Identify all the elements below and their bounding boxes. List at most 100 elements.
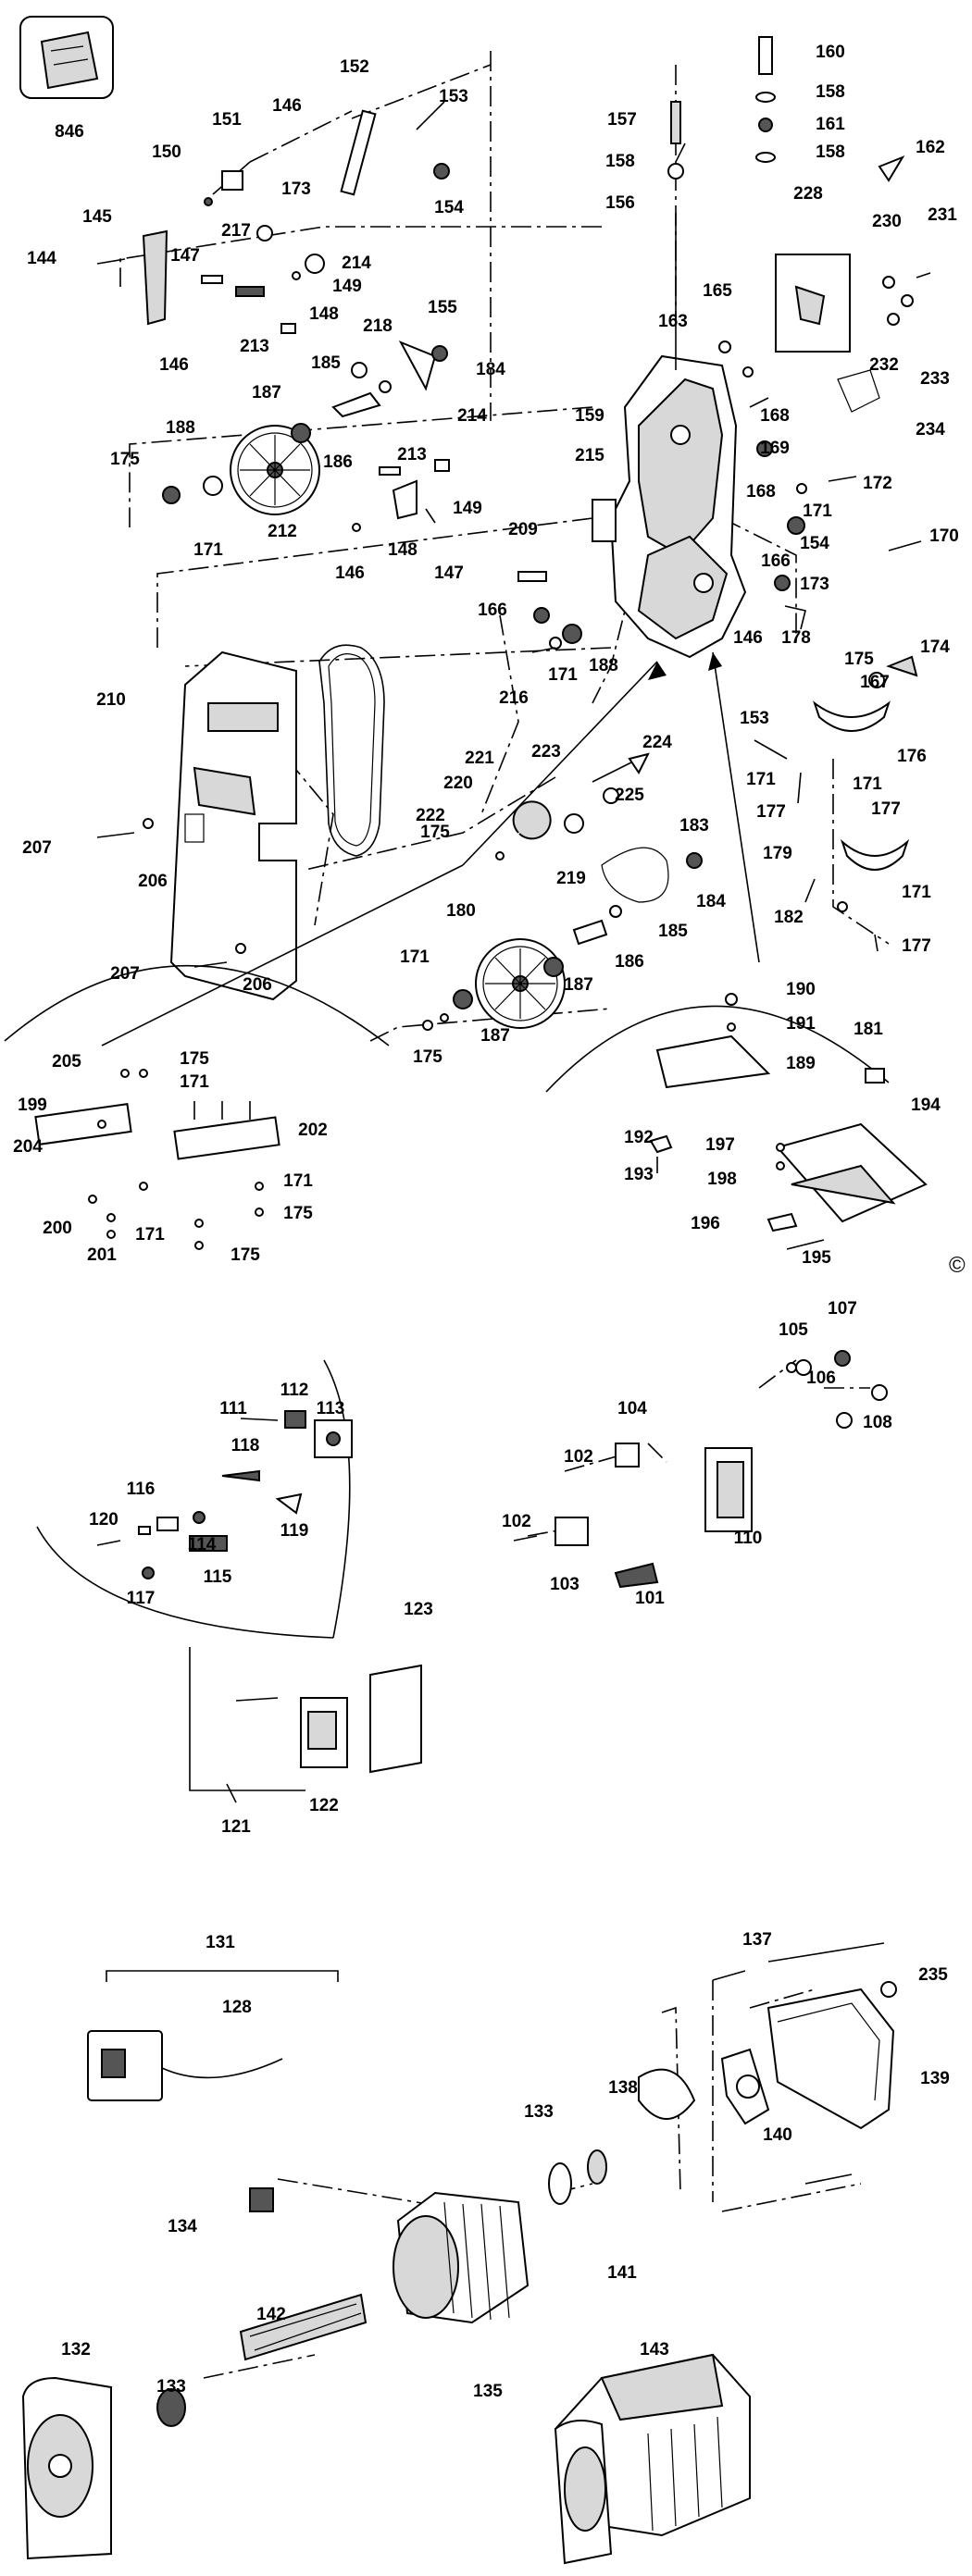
part-label-231: 231 [928, 205, 957, 225]
part-label-157: 157 [607, 110, 637, 130]
part-label-234: 234 [916, 420, 945, 440]
part-label-138: 138 [608, 2078, 638, 2098]
part-label-160: 160 [816, 43, 845, 62]
part-label-205: 205 [52, 1052, 81, 1071]
part-label-193: 193 [624, 1165, 654, 1184]
part-label-152: 152 [340, 57, 369, 77]
part-label-235: 235 [918, 1965, 948, 1985]
part-label-204: 204 [13, 1137, 43, 1157]
part-label-187: 187 [252, 383, 281, 402]
part-label-108: 108 [863, 1413, 892, 1432]
part-label-225: 225 [615, 786, 644, 805]
part-label-137: 137 [742, 1930, 772, 1950]
part-label-171: 171 [548, 665, 578, 685]
part-label-121: 121 [221, 1817, 251, 1837]
table-support-insert [4, 964, 390, 1250]
part-label-135: 135 [473, 2382, 503, 2401]
part-label-223: 223 [531, 742, 561, 762]
part-label-207: 207 [110, 964, 140, 984]
part-label-133: 133 [156, 2377, 186, 2396]
part-label-180: 180 [446, 901, 476, 921]
part-label-102: 102 [502, 1512, 531, 1531]
part-label-131: 131 [206, 1933, 235, 1952]
part-label-156: 156 [605, 193, 635, 213]
part-label-201: 201 [87, 1245, 117, 1265]
part-label-171: 171 [803, 502, 832, 521]
part-label-146: 146 [272, 96, 302, 116]
table-insert: © [545, 993, 966, 1278]
part-label-214: 214 [342, 254, 371, 273]
parts-bag-icon [19, 16, 114, 99]
part-label-162: 162 [916, 138, 945, 157]
part-label-175: 175 [283, 1204, 313, 1223]
part-label-215: 215 [575, 446, 604, 465]
part-label-220: 220 [443, 774, 473, 793]
part-label-185: 185 [658, 922, 688, 941]
part-label-148: 148 [309, 304, 339, 324]
part-label-217: 217 [221, 221, 251, 241]
part-label-206: 206 [138, 872, 168, 891]
part-label-132: 132 [61, 2340, 91, 2359]
part-label-158: 158 [605, 152, 635, 171]
part-label-207: 207 [22, 838, 52, 858]
part-label-153: 153 [439, 87, 468, 106]
part-label-224: 224 [642, 733, 672, 752]
part-label-111: 111 [219, 1399, 247, 1418]
assembly-guide-lines [119, 51, 890, 1042]
electrical-parts [96, 1350, 888, 1803]
part-label-171: 171 [400, 947, 430, 967]
part-label-154: 154 [800, 534, 829, 553]
part-label-213: 213 [240, 337, 269, 356]
part-label-116: 116 [127, 1480, 156, 1499]
part-label-221: 221 [465, 749, 494, 768]
motor-guide-lines [106, 1970, 862, 2379]
part-label-171: 171 [193, 540, 223, 560]
part-label-175: 175 [180, 1049, 209, 1069]
part-label-232: 232 [869, 355, 899, 375]
part-label-219: 219 [556, 869, 586, 888]
part-label-142: 142 [256, 2305, 286, 2324]
part-label-218: 218 [363, 316, 393, 336]
part-label-103: 103 [550, 1575, 579, 1594]
part-label-202: 202 [298, 1121, 328, 1140]
part-label-199: 199 [18, 1096, 47, 1115]
frame-casting [592, 354, 747, 659]
part-label-228: 228 [793, 184, 823, 204]
part-label-173: 173 [800, 575, 829, 594]
part-label-144: 144 [27, 249, 56, 268]
part-label-171: 171 [853, 774, 882, 794]
part-label-230: 230 [872, 212, 902, 231]
part-label-102: 102 [564, 1447, 593, 1467]
part-label-139: 139 [920, 2069, 950, 2088]
part-label-174: 174 [920, 638, 950, 657]
part-label-115: 115 [204, 1567, 232, 1587]
part-label-196: 196 [691, 1214, 720, 1233]
upper-wheel [230, 425, 320, 515]
part-label-165: 165 [703, 281, 732, 301]
part-label-177: 177 [902, 936, 931, 956]
part-label-171: 171 [283, 1171, 313, 1191]
part-label-105: 105 [779, 1320, 808, 1340]
part-label-155: 155 [428, 298, 457, 317]
part-label-186: 186 [615, 952, 644, 972]
part-label-186: 186 [323, 452, 353, 472]
part-label-166: 166 [761, 551, 791, 571]
part-label-191: 191 [786, 1014, 816, 1034]
part-label-171: 171 [180, 1072, 209, 1092]
motor-parts [21, 1942, 897, 2565]
part-label-195: 195 [802, 1248, 831, 1268]
part-label-145: 145 [82, 207, 112, 227]
part-label-176: 176 [897, 747, 927, 766]
part-label-159: 159 [575, 406, 604, 426]
part-label-190: 190 [786, 980, 816, 999]
part-label-179: 179 [763, 844, 792, 863]
part-label-177: 177 [871, 799, 901, 819]
part-label-171: 171 [902, 883, 931, 902]
part-label-106: 106 [806, 1368, 836, 1388]
part-label-166: 166 [478, 601, 507, 620]
hardware-parts [96, 36, 931, 1031]
part-label-172: 172 [863, 474, 892, 493]
part-label-184: 184 [476, 360, 505, 379]
